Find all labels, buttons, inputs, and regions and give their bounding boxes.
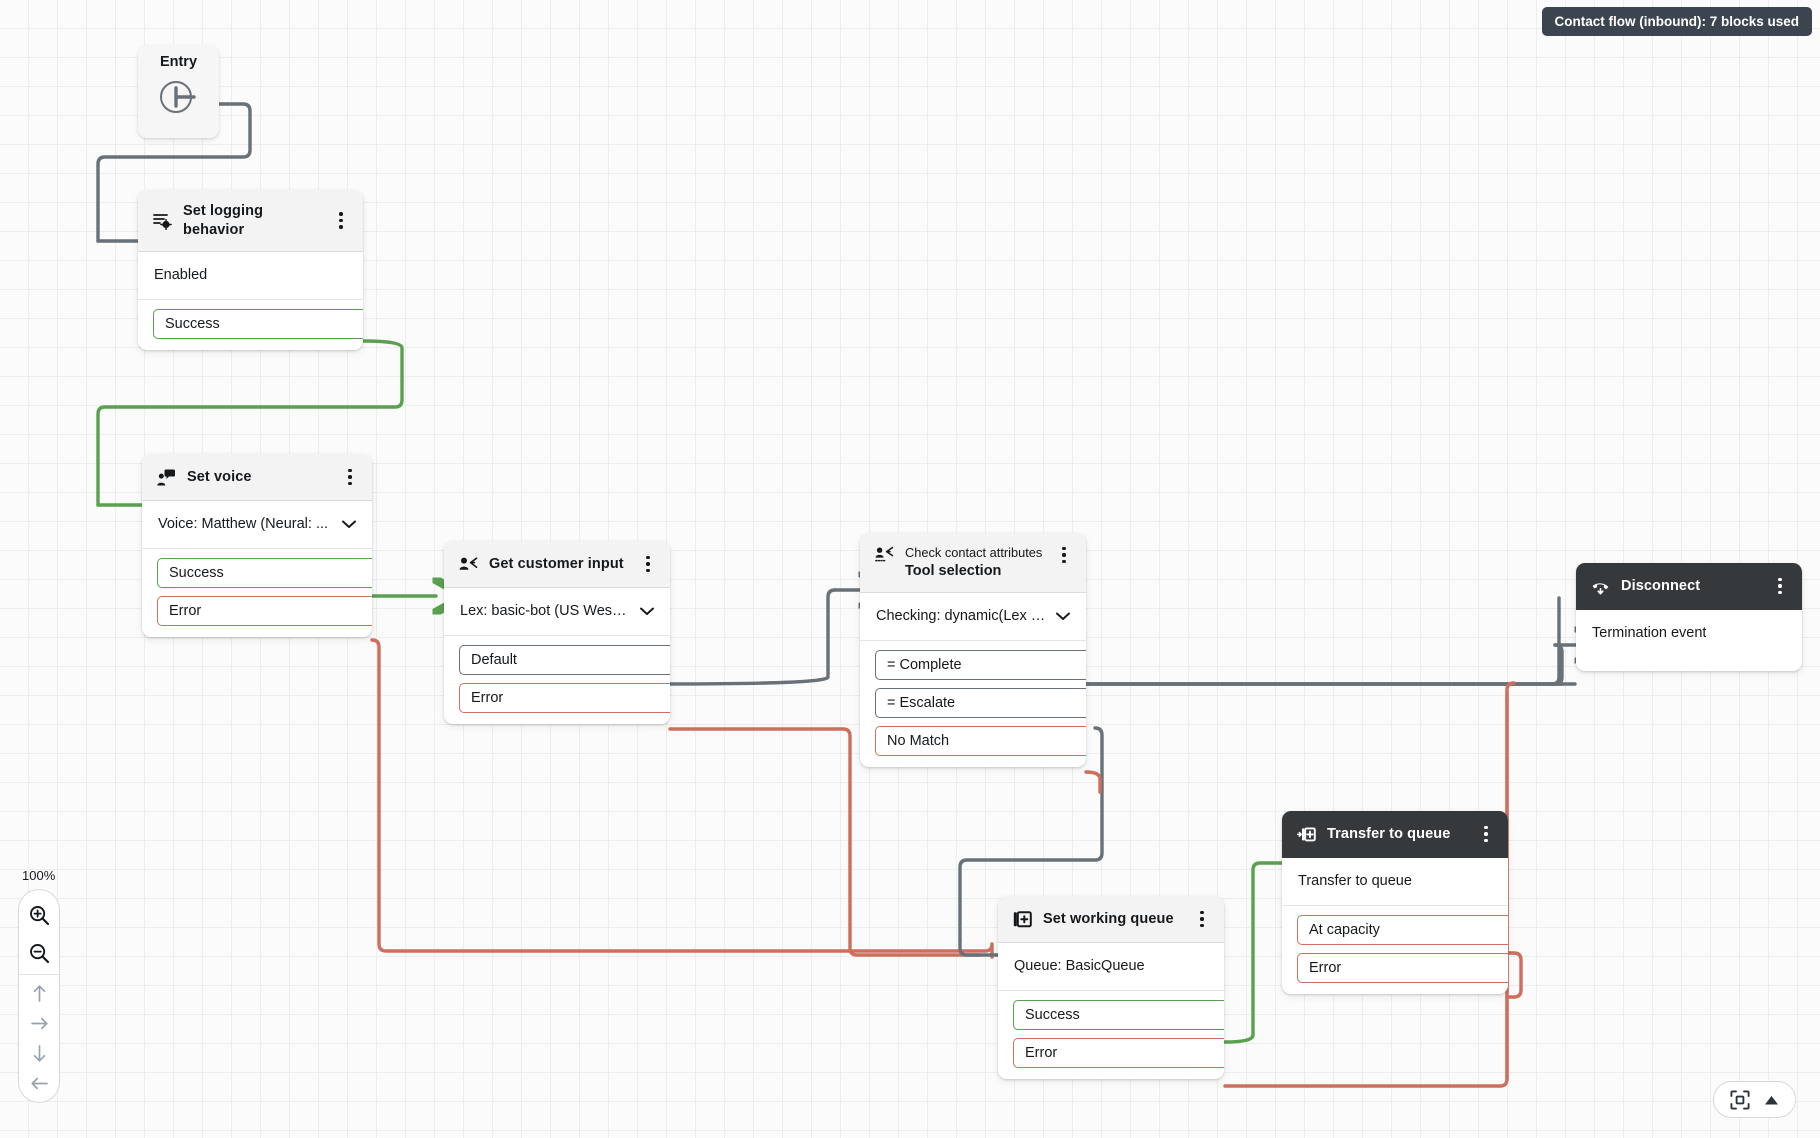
fit-to-screen-icon[interactable] [1730, 1089, 1750, 1110]
port-success[interactable]: Success [153, 309, 363, 340]
entry-node[interactable]: Entry [138, 45, 219, 138]
block-title: Get customer input [489, 555, 624, 572]
block-count-badge: Contact flow (inbound): 7 blocks used [1541, 7, 1812, 36]
port-error[interactable]: Error [459, 683, 670, 713]
block-body: Enabled [138, 252, 363, 301]
block-title: Disconnect [1621, 577, 1701, 594]
block-set-voice[interactable]: Set voice Voice: Matthew (Neural: ... Su… [142, 454, 372, 637]
block-body[interactable]: Voice: Matthew (Neural: ... [142, 501, 372, 549]
block-header[interactable]: Set voice [142, 454, 372, 501]
port-error[interactable]: Error [1013, 1038, 1224, 1068]
zoom-in-icon[interactable] [22, 896, 56, 934]
block-body: Termination event [1576, 610, 1802, 671]
block-body-text: Queue: BasicQueue [1014, 958, 1145, 974]
block-transfer-to-queue[interactable]: Transfer to queue Transfer to queue At c… [1282, 811, 1508, 994]
block-header[interactable]: Check contact attributes Tool selection [860, 533, 1086, 594]
block-menu-button[interactable] [341, 466, 359, 488]
working-queue-icon [1012, 909, 1032, 929]
chevron-down-icon[interactable] [1056, 612, 1070, 621]
transfer-queue-icon [1296, 824, 1316, 844]
block-header[interactable]: Set logging behavior [138, 190, 363, 253]
block-body-text: Lex: basic-bot (US West: ... [460, 603, 630, 619]
block-title: Tool selection [905, 563, 1002, 579]
block-kind-label: Check contact attributes [905, 545, 1043, 560]
block-body-text: Termination event [1592, 625, 1707, 641]
triangle-up-icon[interactable] [1764, 1094, 1779, 1106]
block-body[interactable]: Checking: dynamic(Lex > ... [860, 593, 1086, 642]
zoom-level-label: 100% [22, 868, 56, 883]
port-success[interactable]: Success [1013, 1000, 1224, 1030]
port-default[interactable]: Default [459, 645, 670, 675]
block-header[interactable]: Transfer to queue [1282, 811, 1508, 858]
block-title-group: Set working queue [1043, 910, 1182, 929]
block-title-group: Set voice [187, 468, 330, 487]
block-ports: = Complete = Escalate No Match [860, 641, 1086, 767]
block-ports: Success [138, 300, 363, 350]
voice-icon [156, 467, 176, 487]
block-header[interactable]: Get customer input [444, 541, 670, 588]
block-title: Set working queue [1043, 910, 1174, 927]
port-error[interactable]: Error [1297, 953, 1508, 983]
customer-input-icon [458, 554, 478, 574]
port-success[interactable]: Success [157, 558, 372, 588]
arrow-left-icon[interactable] [22, 1068, 56, 1098]
block-menu-button[interactable] [1055, 544, 1073, 566]
block-title: Set logging behavior [183, 203, 264, 238]
block-body: Queue: BasicQueue [998, 943, 1224, 991]
block-set-working-queue[interactable]: Set working queue Queue: BasicQueue Succ… [998, 896, 1224, 1079]
block-body-text: Voice: Matthew (Neural: ... [158, 516, 329, 532]
block-ports: Default Error [444, 636, 670, 724]
block-set-logging-behavior[interactable]: Set logging behavior Enabled Success [138, 190, 363, 351]
port-no-match[interactable]: No Match [875, 726, 1086, 757]
block-header[interactable]: Disconnect [1576, 563, 1802, 610]
block-body: Transfer to queue [1282, 858, 1508, 906]
block-title: Set voice [187, 468, 252, 485]
block-ports: Success Error [142, 549, 372, 637]
entry-point-icon [159, 81, 196, 113]
view-controls[interactable] [1713, 1081, 1796, 1118]
block-body-text: Transfer to queue [1298, 873, 1412, 889]
block-title-group: Set logging behavior [183, 202, 321, 239]
block-header[interactable]: Set working queue [998, 896, 1224, 943]
block-disconnect[interactable]: Disconnect Termination event [1576, 563, 1802, 671]
block-menu-button[interactable] [332, 210, 350, 232]
block-menu-button[interactable] [1193, 908, 1211, 930]
block-body-text: Checking: dynamic(Lex > ... [876, 608, 1046, 625]
block-title-group: Check contact attributes Tool selection [905, 544, 1044, 580]
block-title-group: Disconnect [1621, 577, 1760, 596]
port-error[interactable]: Error [157, 596, 372, 626]
block-title: Transfer to queue [1327, 825, 1451, 842]
entry-label: Entry [159, 54, 198, 70]
block-title-group: Get customer input [489, 555, 628, 574]
logging-icon [152, 211, 172, 231]
block-menu-button[interactable] [1771, 575, 1789, 597]
block-ports: At capacity Error [1282, 906, 1508, 994]
hang-up-icon [1590, 576, 1610, 596]
block-menu-button[interactable] [639, 553, 657, 575]
port-at-capacity[interactable]: At capacity [1297, 915, 1508, 945]
block-body-text: Enabled [154, 267, 208, 284]
block-title-group: Transfer to queue [1327, 825, 1466, 844]
zoom-controls[interactable]: 100% [18, 868, 60, 1103]
chevron-down-icon[interactable] [342, 520, 356, 529]
block-get-customer-input[interactable]: Get customer input Lex: basic-bot (US We… [444, 541, 670, 724]
arrow-up-icon[interactable] [22, 978, 56, 1008]
zoom-out-icon[interactable] [22, 934, 56, 972]
port-complete[interactable]: = Complete [875, 650, 1086, 681]
check-attributes-icon [874, 545, 894, 565]
block-menu-button[interactable] [1477, 823, 1495, 845]
block-body[interactable]: Lex: basic-bot (US West: ... [444, 588, 670, 636]
block-ports: Success Error [998, 991, 1224, 1079]
block-check-contact-attributes[interactable]: Check contact attributes Tool selection … [860, 533, 1086, 768]
arrow-down-icon[interactable] [22, 1038, 56, 1068]
arrow-right-icon[interactable] [22, 1008, 56, 1038]
chevron-down-icon[interactable] [640, 607, 654, 616]
port-escalate[interactable]: = Escalate [875, 688, 1086, 719]
